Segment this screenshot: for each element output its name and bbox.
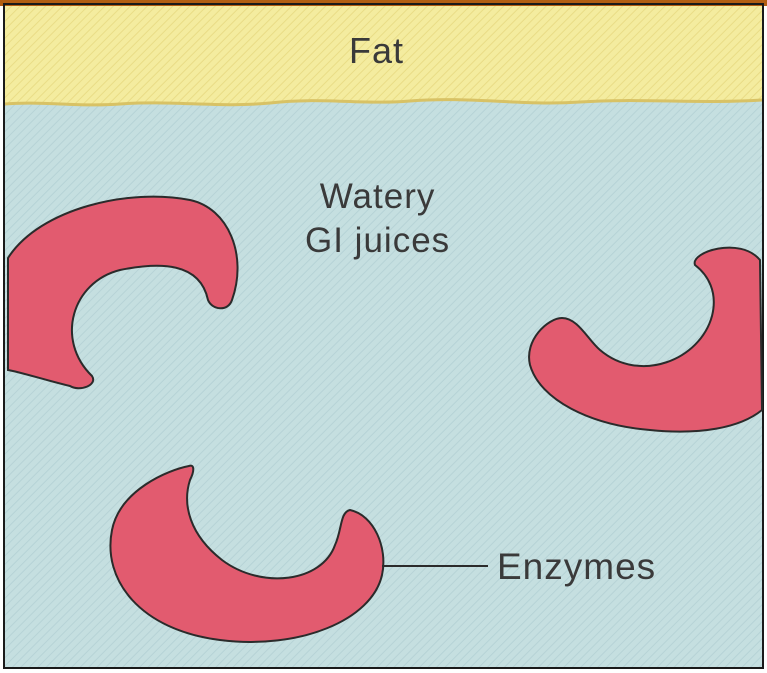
fat-label: Fat: [349, 33, 404, 69]
watery-label-line2: GI juices: [305, 219, 450, 263]
watery-gi-juices-label: Watery GI juices: [305, 175, 450, 263]
enzymes-label: Enzymes: [497, 548, 656, 585]
watery-label-line1: Watery: [305, 175, 450, 219]
